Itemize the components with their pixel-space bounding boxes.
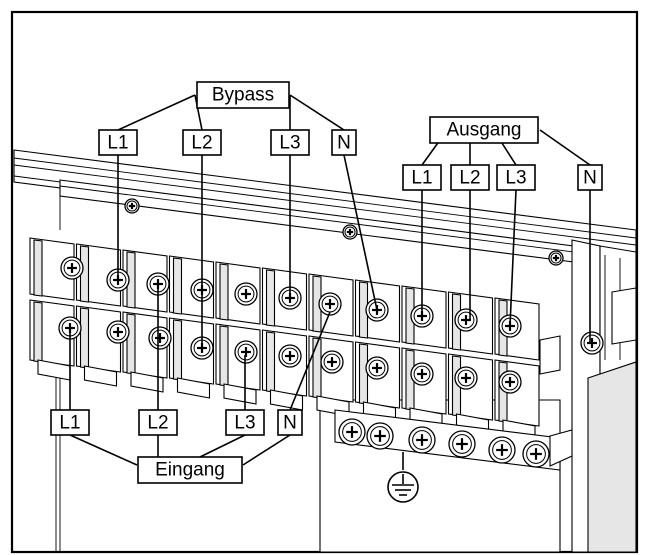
terminal-screw-icon bbox=[278, 344, 302, 368]
svg-text:L2: L2 bbox=[191, 133, 212, 154]
terminal-module bbox=[29, 237, 75, 381]
terminal-module bbox=[215, 261, 261, 405]
svg-text:L1: L1 bbox=[107, 133, 128, 154]
ground-screw-icon bbox=[408, 426, 436, 454]
eingang-label: Eingang bbox=[137, 456, 243, 484]
terminal-module bbox=[75, 243, 122, 387]
ground-screw-icon bbox=[522, 440, 550, 468]
eingang-l2-label: L2 bbox=[138, 409, 178, 436]
terminal-screw-icon bbox=[320, 350, 344, 374]
terminal-screw-icon bbox=[454, 366, 478, 390]
svg-text:L2: L2 bbox=[459, 168, 480, 189]
svg-text:N: N bbox=[583, 168, 597, 189]
svg-text:L3: L3 bbox=[234, 413, 255, 434]
svg-text:L3: L3 bbox=[279, 133, 300, 154]
svg-text:N: N bbox=[337, 133, 351, 154]
svg-text:L3: L3 bbox=[505, 168, 526, 189]
svg-text:L2: L2 bbox=[147, 413, 168, 434]
terminal-screw-icon bbox=[148, 326, 172, 350]
ausgang-title: Ausgang bbox=[446, 120, 521, 141]
ausgang-l2-label: L2 bbox=[450, 164, 490, 191]
terminal-screw-icon bbox=[365, 356, 389, 380]
terminal-screw-icon bbox=[60, 256, 84, 280]
terminal-screw-icon bbox=[410, 362, 434, 386]
svg-text:L1: L1 bbox=[59, 413, 80, 434]
terminal-screw-icon bbox=[234, 282, 258, 306]
ausgang-label: Ausgang bbox=[429, 116, 539, 144]
rail-screw-icon bbox=[124, 198, 140, 214]
side-bracket bbox=[539, 239, 637, 553]
bypass-l1-label: L1 bbox=[98, 129, 138, 156]
terminal-screw-icon bbox=[234, 340, 258, 364]
eingang-title: Eingang bbox=[155, 460, 225, 481]
terminal-screw-icon bbox=[454, 308, 478, 332]
svg-text:L1: L1 bbox=[411, 168, 432, 189]
terminal-module bbox=[122, 249, 168, 393]
ground-screw-icon bbox=[488, 436, 516, 464]
eingang-n-label: N bbox=[277, 409, 303, 436]
ground-screw-icon bbox=[366, 422, 394, 450]
protective-earth-icon bbox=[387, 452, 419, 503]
terminal-screw-icon bbox=[106, 320, 130, 344]
ausgang-l1-label: L1 bbox=[402, 164, 442, 191]
rail-screw-icon bbox=[548, 250, 564, 266]
bypass-n-label: N bbox=[331, 129, 357, 156]
rail-screw-icon bbox=[342, 224, 358, 240]
bypass-l2-label: L2 bbox=[182, 129, 222, 156]
terminal-screw-icon bbox=[498, 370, 522, 394]
terminal-screw-icon bbox=[318, 292, 342, 316]
eingang-l3-label: L3 bbox=[225, 409, 265, 436]
leader-lines bbox=[69, 94, 591, 466]
ausgang-l3-label: L3 bbox=[496, 164, 536, 191]
bypass-title: Bypass bbox=[212, 85, 274, 106]
svg-text:N: N bbox=[283, 413, 297, 434]
ground-screw-icon bbox=[338, 418, 366, 446]
eingang-l1-label: L1 bbox=[50, 409, 90, 436]
bypass-l3-label: L3 bbox=[270, 129, 310, 156]
ground-screw-icon bbox=[448, 430, 476, 458]
bypass-label: Bypass bbox=[196, 81, 290, 109]
side-screw-icon bbox=[580, 331, 604, 355]
terminal-module bbox=[168, 255, 215, 399]
ausgang-n-label: N bbox=[577, 164, 603, 191]
